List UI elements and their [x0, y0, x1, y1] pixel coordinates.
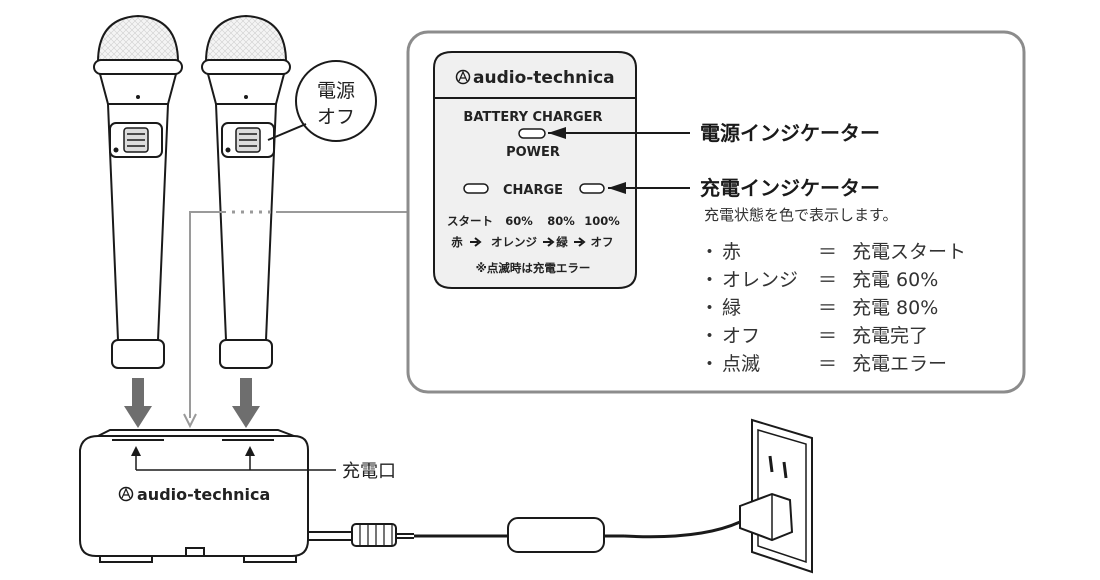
insert-arrow-right: [232, 378, 260, 428]
charge-led-right: [579, 183, 605, 194]
power-off-line2: オフ: [317, 106, 355, 128]
microphone-left: [93, 14, 183, 369]
charging-port-label: 充電口: [342, 461, 396, 482]
legend-bullet: ・: [700, 241, 719, 263]
legend-bullet: ・: [700, 325, 719, 347]
charger-base: audio-technica: [79, 429, 309, 563]
wall-outlet: [739, 418, 813, 574]
sequence-arrow-2: [543, 237, 555, 247]
charge-indicator-callout: 充電インジケーター: [700, 176, 880, 200]
charge-led-left: [463, 183, 489, 194]
progress-label-80: 80%: [547, 214, 575, 228]
power-indicator-callout: 電源インジケーター: [700, 121, 880, 145]
panel-connector: [183, 210, 410, 429]
panel-brand-logo: audio-technica: [473, 68, 615, 88]
sequence-orange: オレンジ: [491, 235, 537, 249]
microphone-right: [201, 14, 291, 369]
legend-bullet: ・: [700, 353, 719, 375]
sequence-off: オフ: [591, 235, 614, 249]
progress-label-60: 60%: [505, 214, 533, 228]
power-indicator-pointer: [548, 127, 690, 139]
legend-state: 赤: [722, 241, 741, 263]
charge-indicator-description: 充電状態を色で表示します。: [704, 206, 898, 224]
status-legend: ・ 赤 ＝ 充電スタート ・ オレンジ ＝ 充電 60% ・ 緑 ＝ 充電 80…: [700, 241, 966, 375]
insert-arrow-left: [124, 378, 152, 428]
legend-bullet: ・: [700, 297, 719, 319]
power-off-callout: 電源 オフ: [267, 60, 377, 142]
power-led: [518, 128, 546, 139]
legend-eq: ＝: [818, 297, 837, 319]
sequence-red: 赤: [451, 235, 463, 249]
legend-meaning: 充電 60%: [852, 269, 938, 291]
legend-state: 緑: [722, 297, 741, 319]
legend-eq: ＝: [818, 269, 837, 291]
progress-label-start: スタート: [447, 214, 493, 228]
charge-label: CHARGE: [503, 183, 563, 198]
sequence-arrow-1: [470, 237, 482, 247]
legend-eq: ＝: [818, 353, 837, 375]
legend-state: 点滅: [722, 353, 760, 375]
panel-title: BATTERY CHARGER: [463, 110, 602, 125]
legend-meaning: 充電完了: [852, 325, 928, 347]
legend-eq: ＝: [818, 241, 837, 263]
sequence-green: 緑: [556, 235, 568, 249]
legend-meaning: 充電 80%: [852, 297, 938, 319]
indicator-panel-box: audio-technica BATTERY CHARGER POWER CHA…: [406, 30, 1026, 394]
charge-indicator-pointer: [608, 182, 690, 194]
blink-note: ※点滅時は充電エラー: [476, 261, 591, 275]
legend-meaning: 充電スタート: [852, 241, 966, 263]
legend-bullet: ・: [700, 269, 719, 291]
legend-state: オレンジ: [722, 269, 798, 291]
power-cable: [308, 517, 741, 553]
legend-eq: ＝: [818, 325, 837, 347]
base-brand-logo: audio-technica: [137, 485, 270, 504]
progress-label-100: 100%: [584, 214, 620, 228]
legend-state: オフ: [722, 325, 760, 347]
charging-port-callout: 充電口: [131, 446, 396, 482]
power-label: POWER: [506, 145, 560, 160]
power-off-line1: 電源: [317, 80, 355, 102]
sequence-arrow-3: [574, 237, 586, 247]
legend-meaning: 充電エラー: [852, 353, 947, 375]
